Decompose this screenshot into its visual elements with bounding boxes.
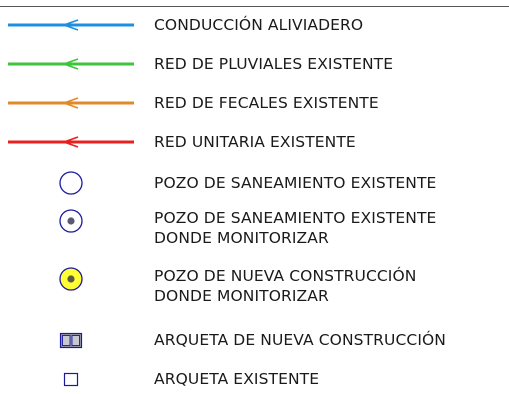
legend-label: RED DE PLUVIALES EXISTENTE	[154, 55, 394, 73]
legend-row-pluviales: RED DE PLUVIALES EXISTENTE	[0, 51, 509, 77]
legend-row-arqueta-existente: ARQUETA EXISTENTE	[0, 367, 509, 393]
top-border	[0, 6, 509, 7]
legend-label: ARQUETA EXISTENTE	[154, 370, 320, 388]
line-arrow-icon	[0, 129, 140, 155]
line-arrow-icon	[0, 12, 140, 38]
legend-label: RED DE FECALES EXISTENTE	[154, 94, 379, 112]
legend-row-conduccion: CONDUCCIÓN ALIVIADERO	[0, 12, 509, 38]
line-arrow-icon	[0, 90, 140, 116]
circle-dot-icon	[0, 206, 140, 236]
legend-label: POZO DE SANEAMIENTO EXISTENTE	[154, 174, 437, 192]
legend-label: ARQUETA DE NUEVA CONSTRUCCIÓN	[154, 331, 446, 349]
box-double-icon	[0, 328, 140, 354]
legend-row-pozo-nuevo: POZO DE NUEVA CONSTRUCCIÓN DONDE MONITOR…	[0, 264, 509, 310]
legend-label: CONDUCCIÓN ALIVIADERO	[154, 16, 364, 34]
legend-row-pozo-monitorizar: POZO DE SANEAMIENTO EXISTENTE DONDE MONI…	[0, 206, 509, 252]
circle-empty-icon	[0, 168, 140, 198]
line-arrow-icon	[0, 51, 140, 77]
legend-label: POZO DE SANEAMIENTO EXISTENTE DONDE MONI…	[154, 209, 437, 247]
legend-label: RED UNITARIA EXISTENTE	[154, 133, 356, 151]
box-empty-icon	[0, 367, 140, 393]
legend-row-arqueta-nueva: ARQUETA DE NUEVA CONSTRUCCIÓN	[0, 328, 509, 354]
legend-label: POZO DE NUEVA CONSTRUCCIÓN DONDE MONITOR…	[154, 267, 417, 305]
legend-row-pozo-existente: POZO DE SANEAMIENTO EXISTENTE	[0, 168, 509, 198]
circle-yellow-icon	[0, 264, 140, 294]
legend-row-unitaria: RED UNITARIA EXISTENTE	[0, 129, 509, 155]
legend-row-fecales: RED DE FECALES EXISTENTE	[0, 90, 509, 116]
